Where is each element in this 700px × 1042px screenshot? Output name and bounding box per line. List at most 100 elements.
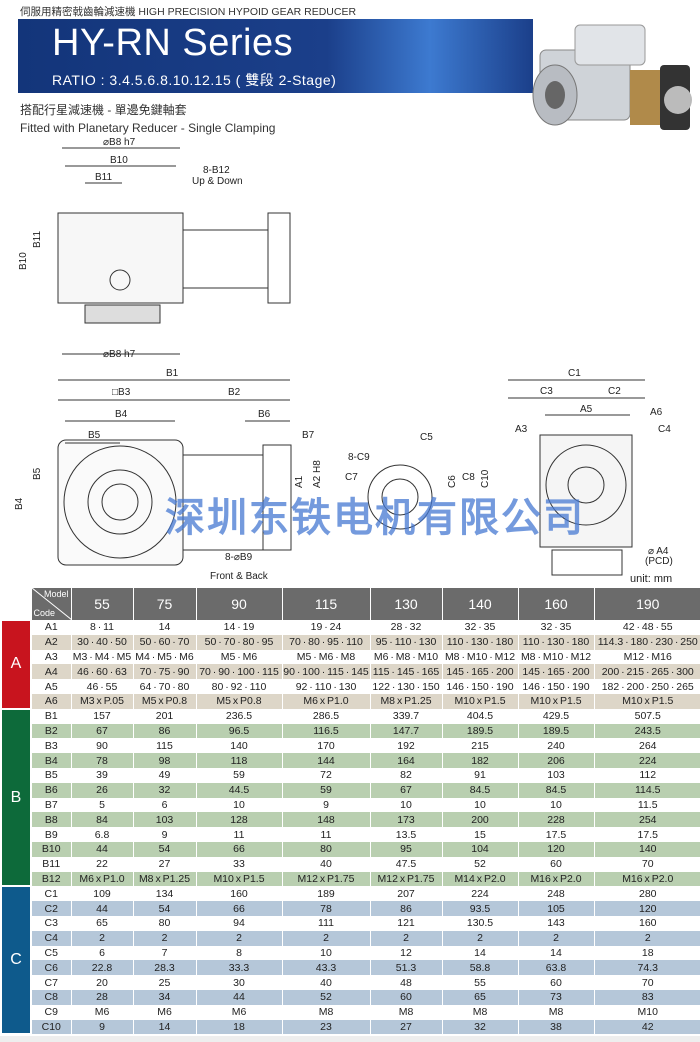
dimension-label: C6 xyxy=(447,475,458,488)
value-cell: 110 · 130 · 180 xyxy=(517,634,594,650)
value-cell: 236.5 xyxy=(195,708,282,724)
value-cell: M12 x P1.75 xyxy=(281,871,370,887)
code-cell: B3 xyxy=(30,738,71,754)
value-cell: 189 xyxy=(281,886,370,902)
code-cell: C10 xyxy=(30,1019,71,1035)
dimension-label: C7 xyxy=(345,472,358,483)
dimension-label: B10 xyxy=(110,155,128,166)
value-cell: 84.5 xyxy=(441,782,518,798)
value-cell: 55 xyxy=(441,975,518,990)
value-cell: 70 xyxy=(593,975,700,990)
value-cell: 10 xyxy=(369,797,442,813)
value-cell: 95 · 110 · 130 xyxy=(369,634,442,650)
value-cell: 148 xyxy=(281,812,370,828)
value-cell: 280 xyxy=(593,886,700,902)
value-cell: 2 xyxy=(70,930,133,946)
dimension-label: 8-C9 xyxy=(348,452,370,463)
code-cell: A2 xyxy=(30,634,71,650)
value-cell: 25 xyxy=(132,975,196,990)
value-cell: 27 xyxy=(369,1019,442,1035)
value-cell: 120 xyxy=(517,841,594,857)
value-cell: 46 · 60 · 63 xyxy=(70,664,133,680)
code-cell: A6 xyxy=(30,693,71,709)
code-cell: C3 xyxy=(30,915,71,931)
value-cell: 12 xyxy=(369,945,442,961)
value-cell: 40 xyxy=(281,856,370,872)
value-cell: 63.8 xyxy=(517,960,594,976)
value-cell: 32 xyxy=(132,782,196,798)
value-cell: 18 xyxy=(593,945,700,961)
value-cell: 52 xyxy=(281,989,370,1005)
value-cell: 103 xyxy=(132,812,196,828)
code-cell: C4 xyxy=(30,930,71,946)
value-cell: 112 xyxy=(593,767,700,783)
value-cell: 58.8 xyxy=(441,960,518,976)
dimension-label: B7 xyxy=(302,430,315,441)
subtitle-cn: 搭配行星減速機 - 單邊免鍵軸套 xyxy=(20,103,187,117)
value-cell: 54 xyxy=(132,841,196,857)
value-cell: M8 x P1.25 xyxy=(369,693,442,709)
value-cell: 146 · 150 · 190 xyxy=(441,679,518,694)
value-cell: 8 · 11 xyxy=(70,620,133,635)
value-cell: M10 x P1.5 xyxy=(195,871,282,887)
value-cell: 429.5 xyxy=(517,708,594,724)
value-cell: M5 x P0.8 xyxy=(195,693,282,709)
value-cell: 206 xyxy=(517,753,594,768)
value-cell: 254 xyxy=(593,812,700,828)
value-cell: 44 xyxy=(70,901,133,916)
page-title: HY-RN Series xyxy=(52,22,294,64)
dimension-label: B2 xyxy=(228,387,241,398)
value-cell: 13.5 xyxy=(369,827,442,842)
value-cell: 182 · 200 · 250 · 265 xyxy=(593,679,700,694)
dimension-label: C5 xyxy=(420,432,433,443)
value-cell: M8 xyxy=(517,1004,594,1020)
value-cell: 224 xyxy=(441,886,518,902)
value-cell: 65 xyxy=(70,915,133,931)
value-cell: 80 xyxy=(281,841,370,857)
code-cell: B8 xyxy=(30,812,71,828)
value-cell: M6 x P1.0 xyxy=(281,693,370,709)
dimension-label: C1 xyxy=(568,368,581,379)
value-cell: 111 xyxy=(281,915,370,931)
value-cell: M8 x P1.25 xyxy=(132,871,196,887)
group-label-A: A xyxy=(0,619,32,710)
value-cell: 104 xyxy=(441,841,518,857)
dimension-label: A6 xyxy=(650,407,663,418)
value-cell: M8 · M10 · M12 xyxy=(517,649,594,665)
dimension-label: ⌀B8 h7 xyxy=(103,137,136,148)
model-header: 130 xyxy=(369,588,442,620)
value-cell: 96.5 xyxy=(195,723,282,739)
dimension-label: ⌀ A4 xyxy=(648,546,669,557)
value-cell: M6 xyxy=(195,1004,282,1020)
value-cell: 240 xyxy=(517,738,594,754)
value-cell: 145 · 165 · 200 xyxy=(441,664,518,680)
value-cell: 5 xyxy=(70,797,133,813)
value-cell: 22 xyxy=(70,856,133,872)
value-cell: 94 xyxy=(195,915,282,931)
value-cell: 44 xyxy=(195,989,282,1005)
value-cell: 17.5 xyxy=(593,827,700,842)
value-cell: 42 xyxy=(593,1019,700,1035)
code-cell: B11 xyxy=(30,856,71,872)
code-cell: A4 xyxy=(30,664,71,680)
value-cell: 114.3 · 180 · 230 · 250 xyxy=(593,634,700,650)
value-cell: 82 xyxy=(369,767,442,783)
dimension-label: □B3 xyxy=(112,387,131,398)
value-cell: M8 xyxy=(441,1004,518,1020)
value-cell: 95 xyxy=(369,841,442,857)
product-image xyxy=(532,24,692,130)
value-cell: 84 xyxy=(70,812,133,828)
value-cell: 86 xyxy=(132,723,196,739)
value-cell: 11.5 xyxy=(593,797,700,813)
